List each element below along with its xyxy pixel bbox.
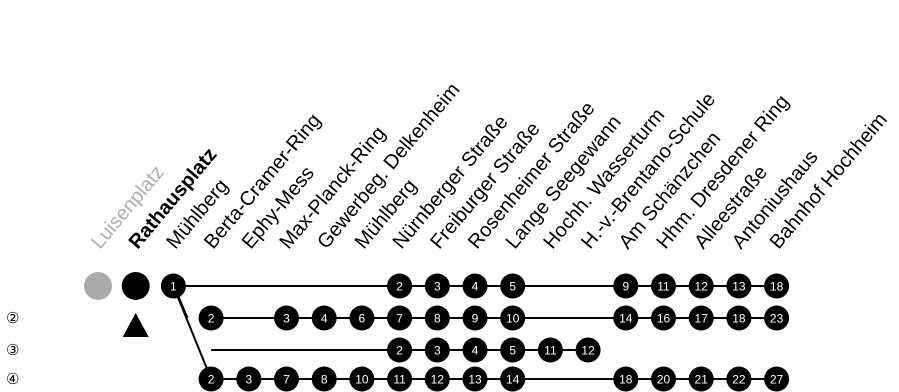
- time-dot-label: 22: [732, 372, 746, 386]
- time-dot: [274, 305, 299, 331]
- stop-labels: LuisenplatzRathausplatzMühlbergBerta-Cra…: [87, 79, 892, 253]
- time-dot: [274, 366, 299, 392]
- time-dot: [387, 273, 413, 299]
- time-dot-label: 10: [506, 311, 520, 325]
- time-dot: [349, 366, 375, 392]
- time-dot: [387, 337, 413, 363]
- time-dot-label: 3: [283, 311, 290, 325]
- time-dot: [651, 366, 676, 392]
- time-dot-label: 4: [472, 279, 479, 293]
- time-dot: [500, 366, 526, 392]
- time-dot: [613, 273, 639, 299]
- time-dot-label: 18: [619, 372, 633, 386]
- time-dot: [160, 273, 186, 299]
- time-dot: [462, 273, 488, 299]
- time-dot-label: 7: [283, 372, 290, 386]
- time-dot: [764, 305, 790, 331]
- time-dot: [424, 337, 450, 363]
- time-dot-label: 11: [657, 279, 670, 293]
- time-dot-label: 27: [770, 372, 784, 386]
- origin-marker: [84, 272, 112, 300]
- time-dot: [387, 366, 413, 392]
- time-dot-label: 13: [468, 372, 482, 386]
- time-dot: [688, 366, 714, 392]
- time-dot-label: 17: [695, 311, 709, 325]
- branch-line: [176, 293, 189, 319]
- time-dot-label: 10: [355, 372, 369, 386]
- time-dot-label: 13: [732, 279, 746, 293]
- time-dot: [424, 305, 450, 331]
- time-dot: [500, 337, 526, 363]
- origin-marker: [121, 272, 150, 300]
- time-dot: [726, 273, 752, 299]
- time-dot: [198, 305, 224, 331]
- time-dot: [764, 273, 790, 299]
- row-label: ③: [6, 341, 19, 359]
- time-dot-label: 8: [434, 311, 441, 325]
- time-dot-label: 2: [208, 372, 215, 386]
- time-dot-label: 12: [695, 279, 709, 293]
- time-dot-label: 2: [208, 311, 215, 325]
- row-label: ②: [6, 309, 19, 327]
- time-dot: [198, 366, 224, 392]
- time-dot-label: 4: [321, 311, 328, 325]
- time-dot-label: 16: [657, 311, 671, 325]
- time-dot-label: 14: [619, 311, 633, 325]
- current-stop-marker: [122, 313, 149, 337]
- time-dot: [236, 366, 262, 392]
- time-dot-label: 1: [170, 279, 177, 293]
- time-dot: [424, 366, 450, 392]
- time-dot: [688, 305, 714, 331]
- time-dot: [424, 273, 450, 299]
- time-dot-label: 6: [359, 311, 366, 325]
- time-dot-label: 8: [321, 372, 328, 386]
- time-dot-label: 3: [434, 279, 441, 293]
- time-dot: [613, 305, 639, 331]
- time-dot-label: 9: [472, 311, 479, 325]
- time-dot-label: 11: [393, 372, 406, 386]
- time-dot-label: 23: [770, 311, 784, 325]
- time-dot-label: 3: [245, 372, 252, 386]
- time-dot: [311, 366, 337, 392]
- time-dot-label: 2: [396, 279, 403, 293]
- time-dot: [575, 337, 601, 363]
- route-lines: [172, 285, 777, 380]
- time-dot-label: 5: [509, 279, 516, 293]
- time-dot-label: 18: [732, 311, 746, 325]
- origin-markers: [84, 272, 150, 337]
- time-dot: [613, 366, 639, 392]
- time-dot-label: 3: [434, 343, 441, 357]
- time-dot: [500, 273, 526, 299]
- row-labels: ② ③ ④: [6, 309, 19, 388]
- time-dot-label: 7: [396, 311, 403, 325]
- time-dot-label: 12: [431, 372, 445, 386]
- time-dot: [537, 337, 563, 363]
- time-dot: [462, 305, 488, 331]
- time-dot-label: 4: [472, 343, 479, 357]
- time-dot: [500, 305, 526, 331]
- time-dot-label: 14: [506, 372, 520, 386]
- time-dot: [311, 305, 337, 331]
- time-dot: [688, 273, 714, 299]
- time-dot: [462, 366, 488, 392]
- time-dot-label: 11: [544, 343, 557, 357]
- time-dot: [387, 305, 413, 331]
- time-dot-label: 12: [581, 343, 595, 357]
- time-dot-label: 5: [509, 343, 516, 357]
- time-dot: [764, 366, 790, 392]
- time-dot-label: 18: [770, 279, 784, 293]
- time-dot: [651, 305, 676, 331]
- time-dot-label: 2: [396, 343, 403, 357]
- time-dot-label: 9: [622, 279, 629, 293]
- time-dot: [726, 305, 752, 331]
- time-dot: [462, 337, 488, 363]
- time-dot: [651, 273, 676, 299]
- time-dot: [349, 305, 375, 331]
- time-dot: [726, 366, 752, 392]
- time-dot-label: 21: [695, 372, 709, 386]
- time-dot-label: 20: [657, 372, 671, 386]
- row-label: ④: [6, 370, 19, 388]
